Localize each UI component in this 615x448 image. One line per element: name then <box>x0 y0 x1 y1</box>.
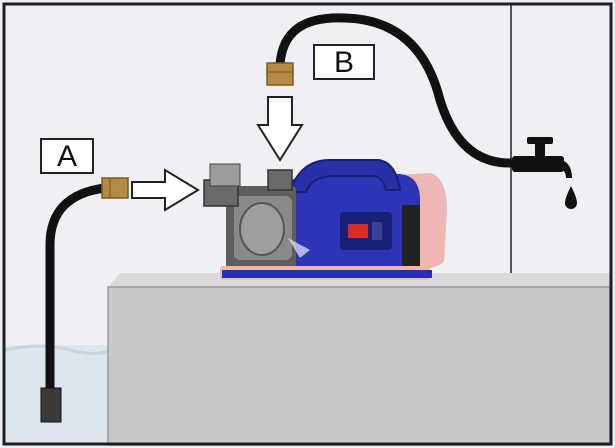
water-tap-icon <box>512 137 572 178</box>
platform-block <box>107 286 611 446</box>
power-switch <box>348 224 368 238</box>
inlet-fitting <box>101 177 129 199</box>
outlet-hose <box>275 13 518 168</box>
suction-strainer <box>40 387 62 423</box>
inlet-hose <box>45 183 110 397</box>
arrow-down-icon <box>256 96 304 162</box>
arrow-right-icon <box>131 168 200 212</box>
label-a: A <box>40 138 94 174</box>
label-b: B <box>313 44 375 80</box>
water-drop-icon <box>565 186 577 209</box>
carry-handle <box>288 159 402 193</box>
pump <box>203 159 447 280</box>
outlet-port <box>267 169 293 191</box>
outlet-fitting <box>266 62 294 86</box>
water-surface <box>4 344 116 355</box>
